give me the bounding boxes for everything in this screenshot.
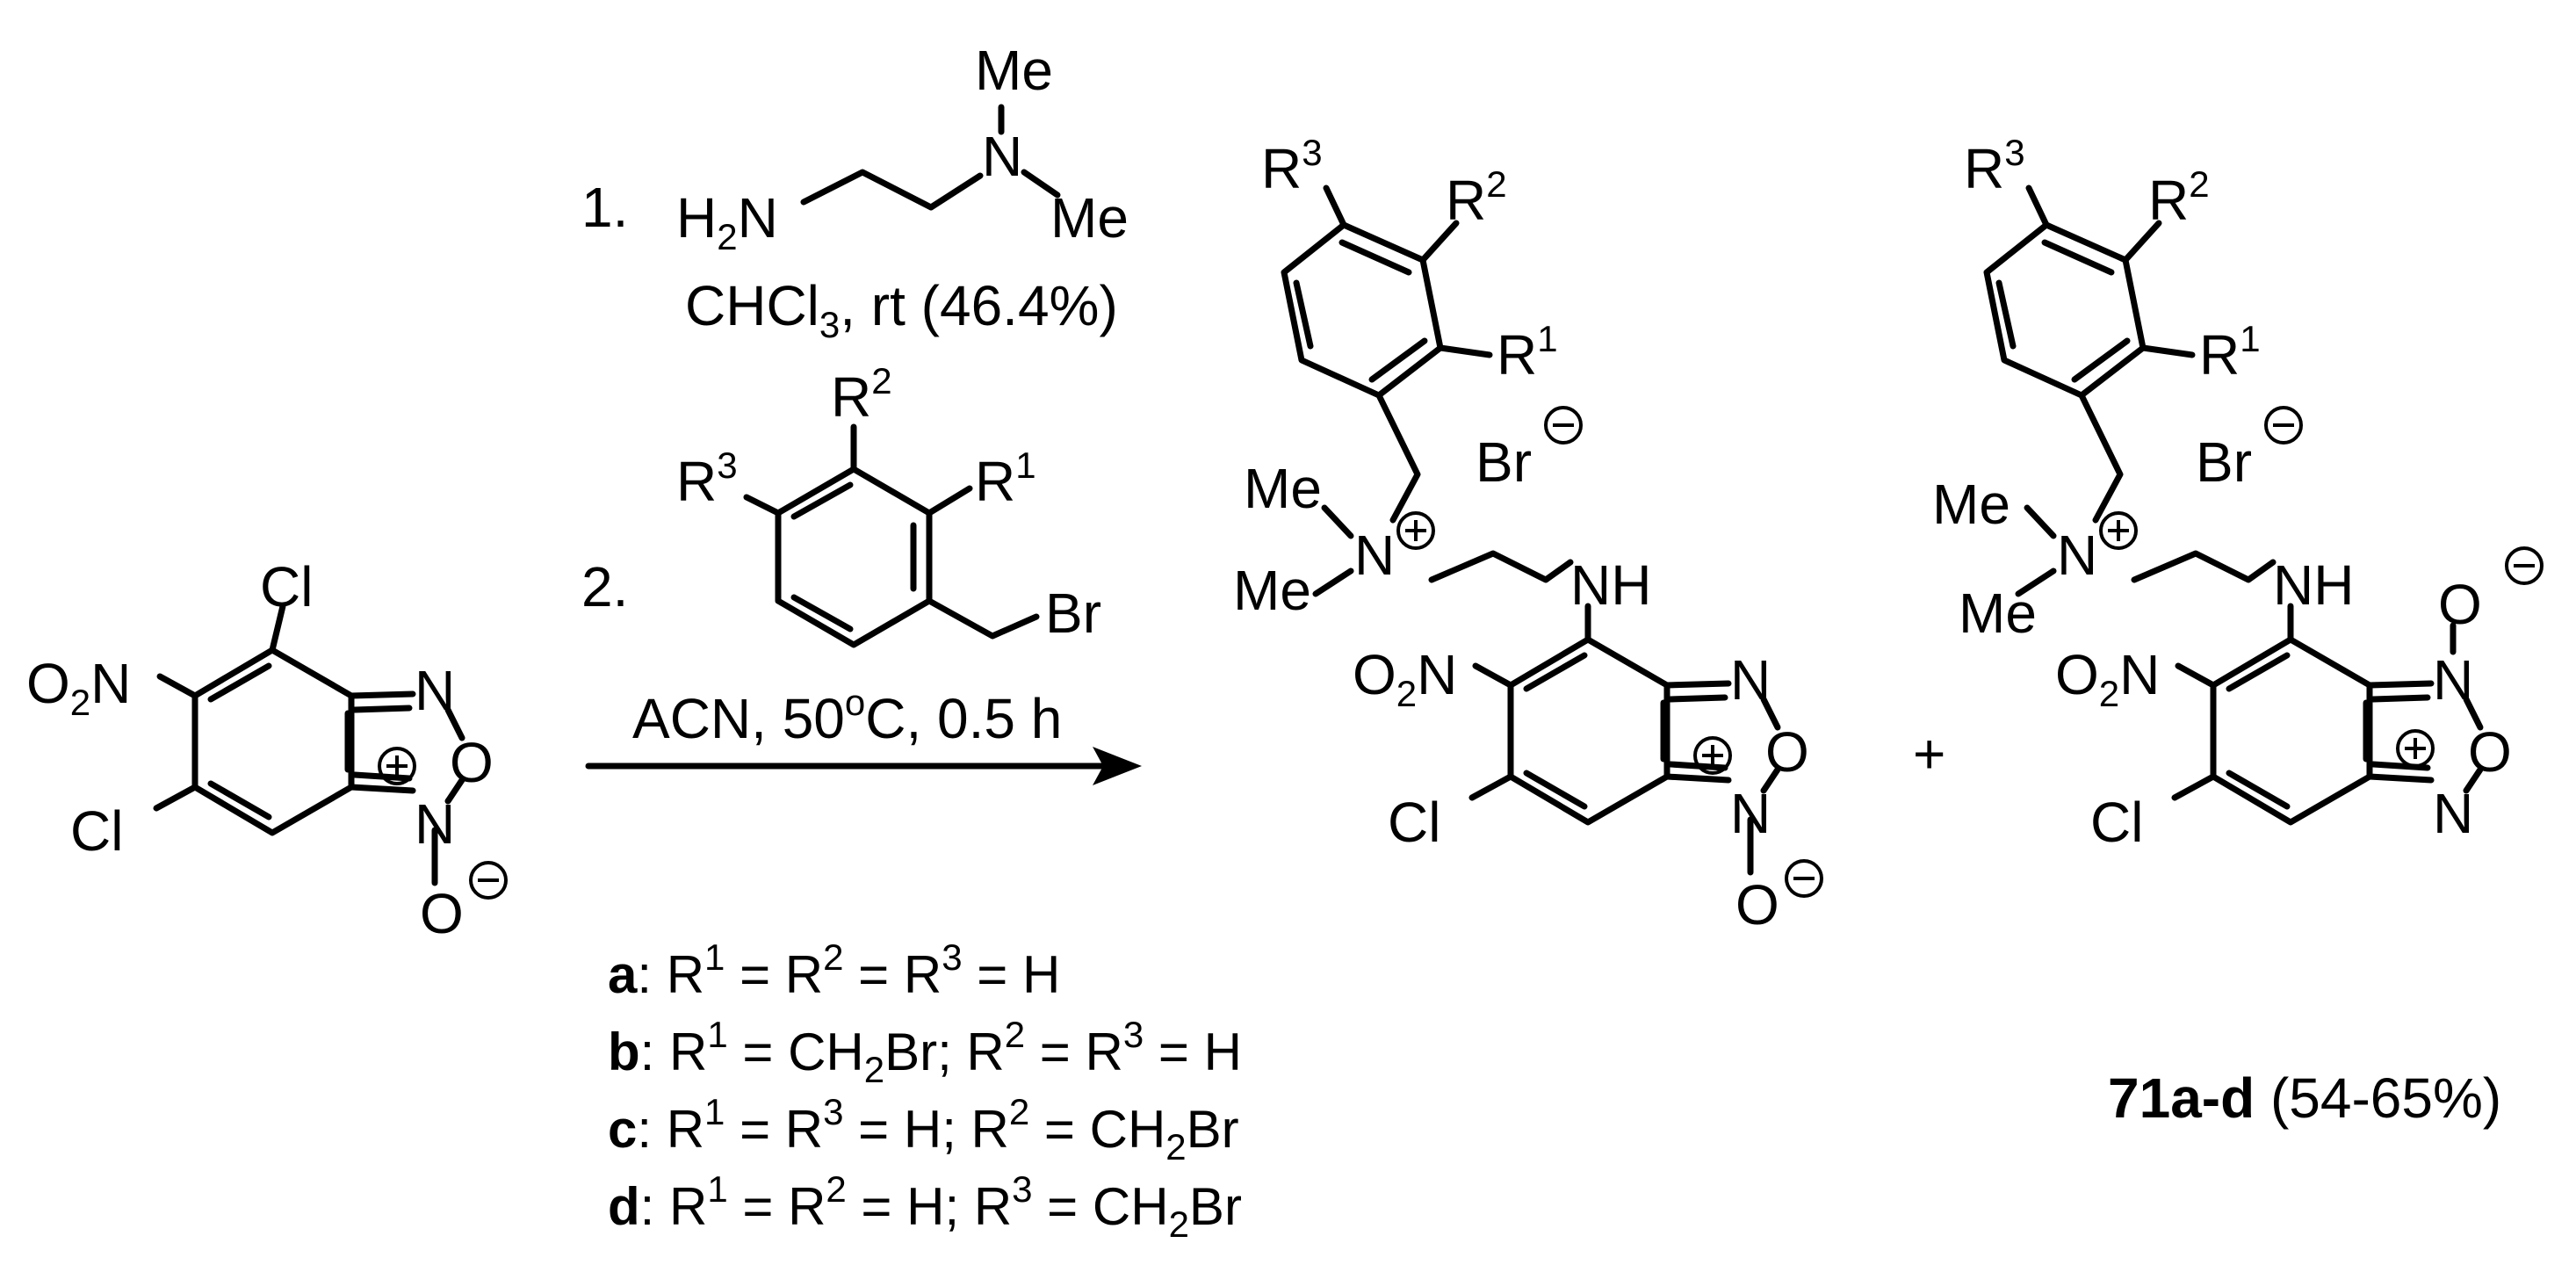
reagent-conditions-1: CHCl3, rt (46.4%)	[685, 274, 1118, 345]
minus-charge-icon	[2505, 546, 2544, 585]
substituent-list: a: R1 = R2 = R3 = H b: R1 = CH2Br; R2 = …	[608, 936, 1242, 1245]
p2-n-plus: N	[2057, 524, 2097, 587]
minus-charge-icon	[469, 861, 508, 900]
p1-nh: NH	[1570, 553, 1651, 617]
substituent-row-b: b: R1 = CH2Br; R2 = R3 = H	[608, 1014, 1242, 1090]
p2-cl: Cl	[2090, 791, 2143, 854]
product-2: R3 R2 R1 Br Me Me N NH O2N Cl N O N O	[1932, 132, 2544, 854]
benzyl-br: Br	[1045, 582, 1101, 645]
p1-r3: R3	[1261, 132, 1323, 200]
plus-charge-icon	[1396, 511, 1435, 550]
minus-charge-icon	[2264, 406, 2303, 445]
p2-o2n: O2N	[2055, 643, 2160, 714]
p2-r2: R2	[2148, 163, 2210, 232]
benzyl-r3: R3	[676, 445, 738, 513]
p1-me-bot: Me	[1233, 559, 1311, 622]
sm-ring-n2: N	[415, 792, 455, 856]
p2-ring-n2: N	[2433, 782, 2473, 845]
step1-number: 1.	[581, 176, 628, 239]
p1-oxide-o: O	[1735, 873, 1779, 936]
p1-n-plus: N	[1354, 524, 1395, 587]
p1-r1: R1	[1497, 318, 1558, 387]
p2-me-top: Me	[1932, 473, 2010, 536]
p1-r2: R2	[1446, 163, 1507, 232]
p1-o2n: O2N	[1353, 643, 1457, 714]
reagent-n: N	[982, 125, 1022, 188]
sm-o2n: O2N	[26, 652, 131, 723]
sm-ring-n1: N	[415, 659, 455, 722]
reagent-me-top: Me	[975, 39, 1053, 102]
p2-oxide-o: O	[2438, 573, 2482, 636]
p2-ring-n1: N	[2433, 648, 2473, 712]
p2-br: Br	[2196, 430, 2252, 494]
plus-charge-icon	[2099, 511, 2138, 550]
p1-me-top: Me	[1244, 457, 1322, 520]
p1-cl: Cl	[1388, 791, 1440, 854]
sm-ring-o: O	[450, 731, 494, 794]
plus-charge-icon	[1693, 736, 1732, 775]
plus-charge-icon	[378, 747, 416, 785]
sm-oxide-o: O	[420, 882, 464, 945]
minus-charge-icon	[1785, 859, 1823, 898]
p1-ring-o: O	[1765, 720, 1809, 784]
reagents: 1. Me N Me H2N CHCl3, rt (46.4%) 2. R2 R…	[581, 39, 1142, 785]
starting-material: Cl Cl O2N N O N O	[26, 555, 508, 945]
reagent-me-right: Me	[1050, 186, 1129, 249]
compound-label: 71a-d (54-65%)	[2108, 1066, 2501, 1130]
reaction-arrow	[585, 747, 1142, 785]
sm-cl-top: Cl	[260, 555, 313, 618]
p2-me-bot: Me	[1959, 582, 2037, 645]
substituent-row-c: c: R1 = R3 = H; R2 = CH2Br	[608, 1091, 1239, 1167]
benzyl-r1: R1	[975, 445, 1036, 513]
p2-nh: NH	[2273, 553, 2354, 617]
p2-r3: R3	[1964, 132, 2025, 200]
p2-ring-o: O	[2468, 720, 2512, 784]
plus-charge-icon	[2396, 729, 2435, 768]
reagent-h2n: H2N	[676, 186, 778, 257]
reagent-conditions-2: ACN, 50oC, 0.5 h	[632, 682, 1062, 750]
p2-r1: R1	[2199, 318, 2261, 387]
substituent-row-d: d: R1 = R2 = H; R3 = CH2Br	[608, 1168, 1242, 1245]
product-1: R3 R2 R1 Br Me Me N NH O2N Cl N O N O	[1233, 132, 1823, 936]
plus-sign: +	[1913, 722, 1945, 785]
minus-charge-icon	[1544, 406, 1583, 445]
sm-cl-left: Cl	[70, 799, 123, 863]
p1-br: Br	[1476, 430, 1532, 494]
p1-ring-n2: N	[1730, 782, 1771, 845]
substituent-row-a: a: R1 = R2 = R3 = H	[608, 936, 1060, 1004]
p1-ring-n1: N	[1730, 648, 1771, 712]
step2-number: 2.	[581, 555, 628, 618]
benzyl-r2: R2	[831, 360, 892, 429]
